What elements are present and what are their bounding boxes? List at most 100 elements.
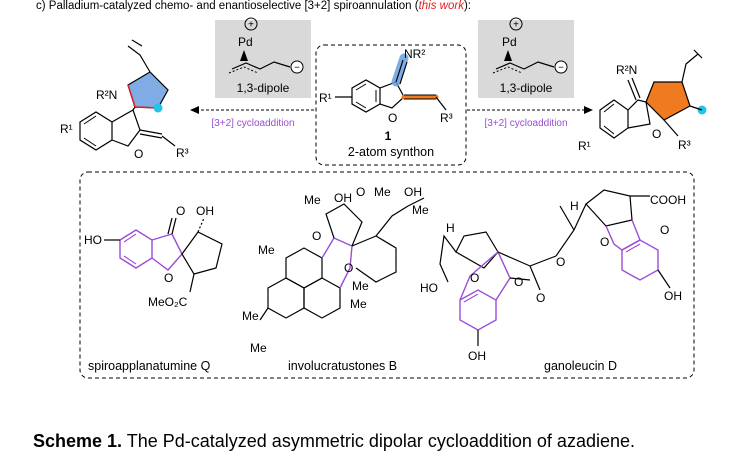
np1-benzene [119,229,153,269]
np1-co-2 [167,217,173,235]
caption-label: Scheme 1. [33,431,123,451]
left-product-spiro-link [132,106,136,111]
left-product-r3-bond [161,135,176,147]
right-product-furan [627,99,651,129]
synthon-o: O [388,111,397,125]
np2-naphth-ring-2 [267,277,305,319]
header-suffix: ): [463,0,471,12]
right-product-orange-ring [646,82,690,120]
np2-me-1: Me [304,193,321,207]
left-product-r3: R³ [176,146,189,160]
np2-naphth-ring-3 [303,277,341,319]
np2-indane [351,235,397,283]
np3-co-left [509,277,531,281]
left-product-vinyl-double [131,39,143,47]
right-product-r3-bond [663,119,679,137]
np3-methylene [559,205,575,231]
np2-me-6: Me [350,297,367,311]
np2-me-8: Me [250,341,267,355]
right-product-benzene-inner-1 [603,103,615,113]
np3-cyclopentane-right [585,189,633,227]
left-product-vinyl [127,45,151,73]
right-product-cyclopentane [645,81,691,121]
dipole-box-right: + Pd − 1,3-dipole [478,17,574,98]
scheme-header: c) Palladium-catalyzed chemo- and enanti… [36,0,471,12]
dipole-left-pd: Pd [238,35,253,49]
left-product-red-bond [127,84,136,108]
np3-ester-link [497,251,531,267]
dipole-right-pd: Pd [502,35,517,49]
dipole-left-background [215,20,311,98]
synthon-r1: R¹ [319,91,332,105]
np2-tertiary-alcohol [375,205,409,237]
np3-name: ganoleucin D [544,359,617,373]
right-product-r2n: R²N [616,63,637,77]
dipole-right-plus: + [513,20,519,31]
left-product-benzene [79,111,113,151]
right-product-benzene-inner-2 [603,125,615,135]
synthon-number: 1 [385,129,392,143]
np3-o-3: O [536,291,545,305]
dipole-right-label: 1,3-dipole [500,81,553,95]
np2-me-7: Me [242,309,259,323]
left-product-o: O [134,147,143,161]
np2-naphth-ring-1 [285,247,323,289]
header-this-work: this work [418,0,464,12]
synthon-r3-bond [435,96,447,111]
np1-ring-o: O [164,271,173,285]
left-product-benzene-inner-2 [83,137,97,147]
np1-ho: HO [84,233,102,247]
np3-o-4: O [556,255,565,269]
dipole-left-wedge [240,50,248,61]
arrow-right-label: [3+2] cycloaddition [484,118,567,129]
synthon-furanone-ring [379,81,405,109]
np2-cyclopentanone [325,203,363,247]
right-product-cn-1 [627,79,637,101]
np1-ester-bond [189,273,195,293]
np2-ipr-bond [259,307,269,321]
left-product-furan [111,109,141,147]
np1-furanone [151,233,183,271]
synthon-label: 2-atom synthon [348,145,434,159]
right-product: R²N R¹ O R³ [578,49,707,153]
np-ganoleucin: H H HO O O O O O O COOH OH OH ganoleucin… [420,189,686,373]
np3-o-6: O [660,223,669,237]
np2-o-3: O [344,261,353,275]
synthon-nr2: NR² [404,47,425,61]
synthon-dashed-border [315,44,467,166]
np2-o-1: O [356,185,365,199]
np3-o-2: O [514,275,523,289]
np3-benzene-left [459,289,497,331]
right-product-o: O [652,127,661,141]
np2-oh-1: OH [334,191,352,205]
dipole-right-minus: − [558,63,564,74]
np2-oh-2: OH [404,185,422,199]
left-product: R²N R¹ O R³ [60,39,189,161]
np3-h-right: H [570,199,579,213]
np3-isopropenyl [439,234,457,283]
np3-o-5: O [600,235,609,249]
left-product-cyan-dot [153,103,163,113]
np1-oh: OH [196,204,214,218]
np3-benzene-right-inner [625,243,641,253]
header-prefix: c) Palladium-catalyzed chemo- and enanti… [36,0,419,12]
np3-furanone-right [605,219,641,251]
np1-benzene-inner-2 [123,255,137,265]
np-involucratustones: Me OH O Me OH Me Me O O Me Me Me Me invo… [242,185,429,373]
np2-me-5: Me [352,279,369,293]
dipole-left-allyl-dash [228,66,259,74]
np1-name: spiroapplanatumine Q [88,359,211,373]
caption-text: The Pd-catalyzed asymmetric dipolar cycl… [122,431,635,451]
np1-cyclopentane [181,231,223,275]
np1-co-1 [171,217,177,235]
dipole-left-minus-circle [290,60,304,74]
left-product-exo-1 [139,129,163,135]
np3-oh-right: OH [664,289,682,303]
synthon-cn-bond-1 [395,59,404,83]
dipole-right-chain [495,61,555,70]
np3-cooh: COOH [650,193,686,207]
np1-benzene-inner-1 [123,233,137,243]
dipole-right-allyl-dash [492,66,523,74]
arrow-left-head [190,106,199,114]
np1-ester: MeO₂C [148,295,188,309]
